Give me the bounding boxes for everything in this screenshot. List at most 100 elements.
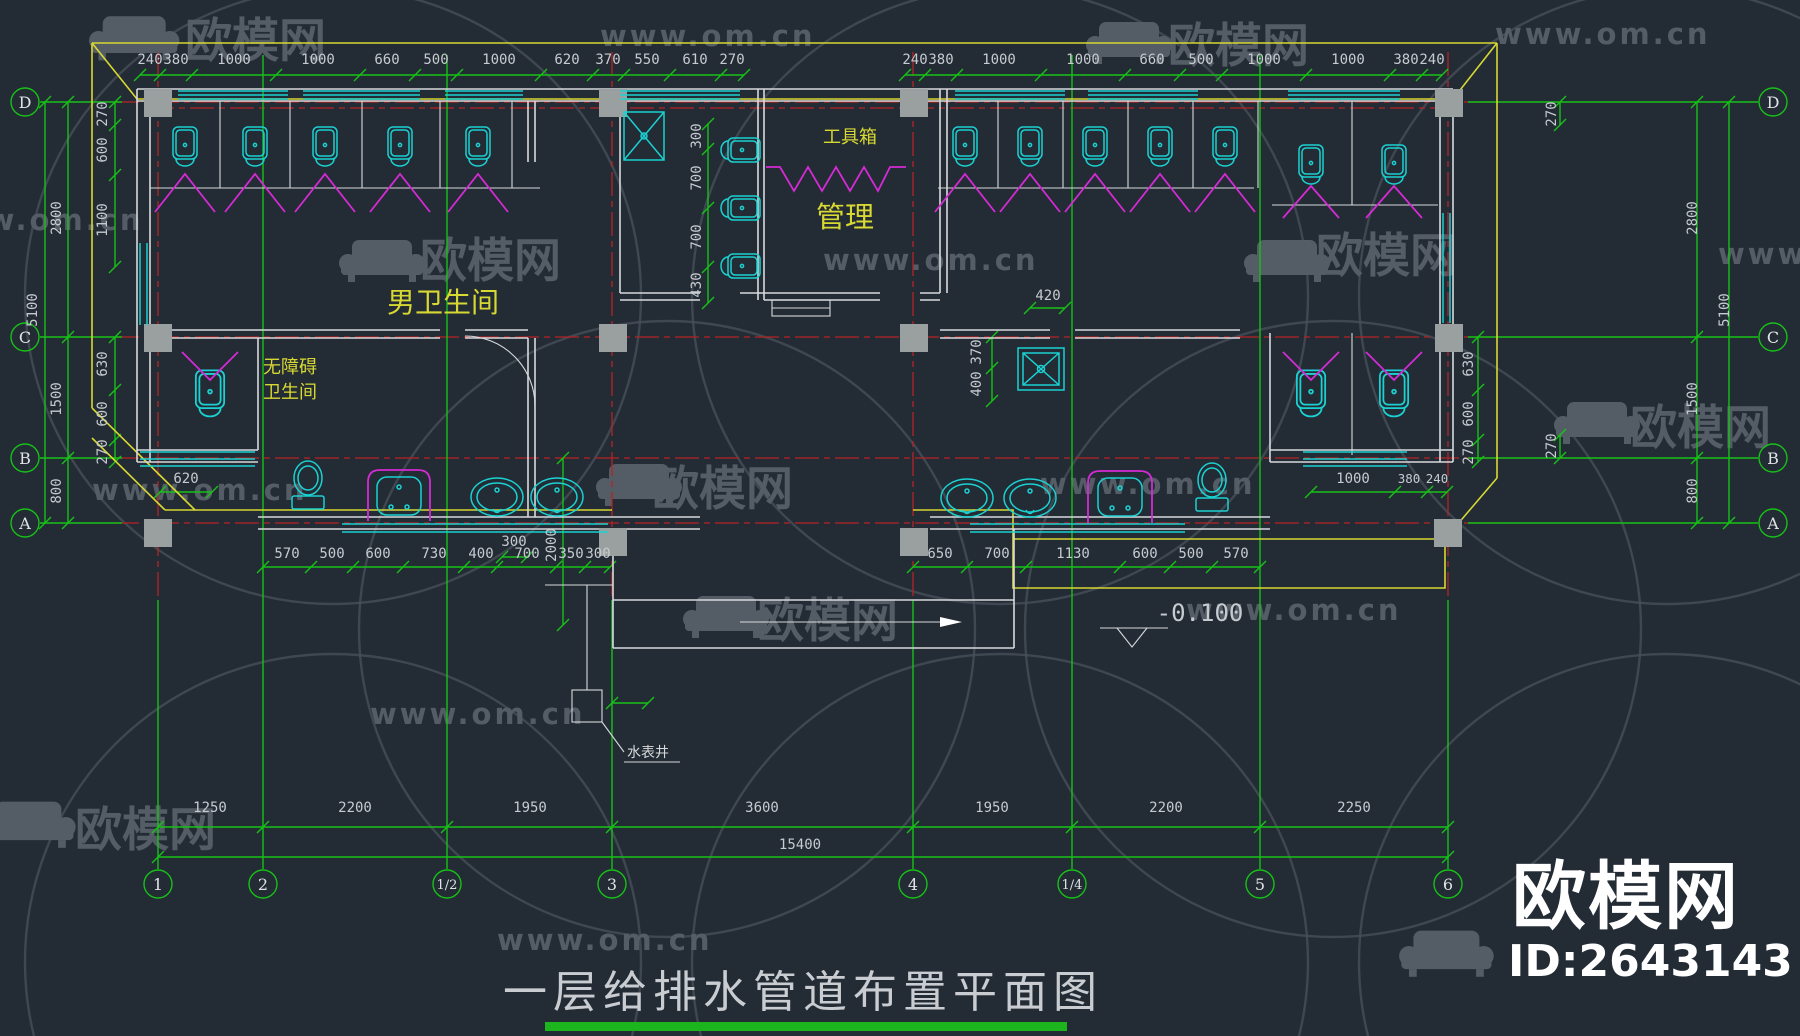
dim-text: 300 [585, 546, 610, 562]
dim-text: 400 [468, 546, 493, 562]
dim-text: 240 [902, 52, 927, 68]
urinal [387, 126, 413, 167]
brand-id: ID:2643143 [1508, 936, 1793, 987]
columns [144, 89, 1463, 556]
walls [136, 88, 1454, 763]
label-water-meter: 水表井 [627, 745, 669, 761]
svg-text:D: D [19, 93, 32, 112]
floor-drain [623, 111, 665, 161]
dim-text: 430 [689, 272, 705, 297]
sink [940, 478, 994, 518]
brand-name: 欧模网 [1512, 854, 1740, 940]
urinal [1082, 126, 1108, 167]
room-label-mens: 男卫生间 [387, 286, 499, 319]
grid-bubbles: D C B A D C B A 1 2 1/2 3 4 1/4 5 6 [10, 87, 1788, 899]
dim-text: 650 [927, 546, 952, 562]
dim-text: 1100 [95, 203, 111, 237]
watermark-url: www.om.cn [497, 923, 713, 957]
col-bubble-3: 3 [597, 869, 627, 899]
room-label-accessible-2: 卫生间 [263, 382, 317, 403]
dim-text: 270 [719, 52, 744, 68]
dim-text: 1000 [217, 52, 251, 68]
dim-text: 2000 [544, 528, 560, 562]
dim-text: 700 [689, 224, 705, 249]
room-labels: 男卫生间 无障碍 卫生间 工具箱 管理 水表井 [263, 127, 877, 761]
svg-text:B: B [19, 449, 31, 468]
watermark-url: www.om.cn [0, 203, 144, 237]
grid-and-dimension-lines [38, 52, 1758, 869]
dim-text: 1250 [193, 800, 227, 816]
dim-text: 1000 [1331, 52, 1365, 68]
dim-text: 1000 [482, 52, 516, 68]
dim-text: 270 [1544, 433, 1560, 458]
toolbox-symbol [766, 165, 906, 193]
svg-text:4: 4 [908, 875, 918, 894]
row-bubble-B-right: B [1758, 443, 1788, 473]
dim-text: 500 [1178, 546, 1203, 562]
watermark-url: www.om.cn [823, 243, 1039, 277]
col-bubble-1: 1 [143, 869, 173, 899]
dim-text: 630 [1461, 351, 1477, 376]
dim-text: 270 [95, 439, 111, 464]
dim-text: 380 [163, 52, 188, 68]
dim-text: 1500 [49, 382, 65, 416]
dim-text: 570 [1223, 546, 1248, 562]
dim-text: 800 [1685, 478, 1701, 503]
watermark-url: www.om.cn [92, 473, 308, 507]
fixtures [139, 90, 1451, 533]
row-bubble-A-right: A [1758, 508, 1788, 538]
dim-text: 1000 [1336, 471, 1370, 487]
urinal [465, 126, 491, 167]
sofa-icon [0, 801, 76, 848]
dim-text: 3600 [745, 800, 779, 816]
dim-text: 800 [49, 478, 65, 503]
watermark-url: www.om.cn [1718, 237, 1800, 271]
dim-text: 600 [1461, 401, 1477, 426]
dim-text: 500 [1188, 52, 1213, 68]
dim-text: 610 [682, 52, 707, 68]
svg-text:3: 3 [607, 875, 617, 894]
dim-text: 600 [95, 401, 111, 426]
row-bubble-A: A [10, 508, 40, 538]
dim-text: 1950 [975, 800, 1009, 816]
watermark-brand: 欧模网 [1630, 401, 1771, 456]
col-bubble-4: 4 [898, 869, 928, 899]
dim-text: 300 [689, 123, 705, 148]
level-text: -0.100 [1157, 599, 1244, 627]
dim-text: 370 [969, 339, 985, 364]
dim-text: 270 [95, 101, 111, 126]
sofa-icon [1399, 930, 1494, 977]
urinal [1298, 144, 1324, 185]
watermark-brand: 欧模网 [75, 803, 216, 858]
watermark-brand: 欧模网 [1168, 19, 1309, 74]
svg-text:1: 1 [153, 875, 163, 894]
water-meter-box [571, 689, 603, 723]
dim-text: 1000 [1247, 52, 1281, 68]
dim-text: 600 [365, 546, 390, 562]
sofa-icon [339, 240, 425, 282]
dim-text: 700 [984, 546, 1009, 562]
dim-text: 660 [374, 52, 399, 68]
urinal [1212, 126, 1238, 167]
page-title: 一层给排水管道布置平面图 [503, 967, 1103, 1018]
sofa-icon [1554, 402, 1640, 444]
dim-text: 1000 [301, 52, 335, 68]
dim-text-total: 15400 [779, 837, 821, 853]
svg-text:A: A [18, 514, 31, 533]
svg-text:2: 2 [258, 875, 268, 894]
dim-text: 660 [1139, 52, 1164, 68]
svg-text:C: C [19, 328, 31, 347]
dim-text: 380 [1393, 52, 1418, 68]
title-underline-bar [545, 1022, 1067, 1031]
dim-text: 2200 [1149, 800, 1183, 816]
dim-text: 420 [1035, 288, 1060, 304]
dim-text: 240 [137, 52, 162, 68]
watermark-brand: 欧模网 [185, 14, 326, 69]
sink [530, 477, 584, 517]
drawing-title-block: 一层给排水管道布置平面图 [503, 967, 1103, 1031]
watermark-url: www.om.cn [370, 697, 586, 731]
row-bubble-C: C [10, 322, 40, 352]
dim-text: 300 [501, 534, 526, 550]
watermark-url: www.om.cn [600, 19, 816, 53]
watermark-brand: 欧模网 [652, 462, 793, 517]
